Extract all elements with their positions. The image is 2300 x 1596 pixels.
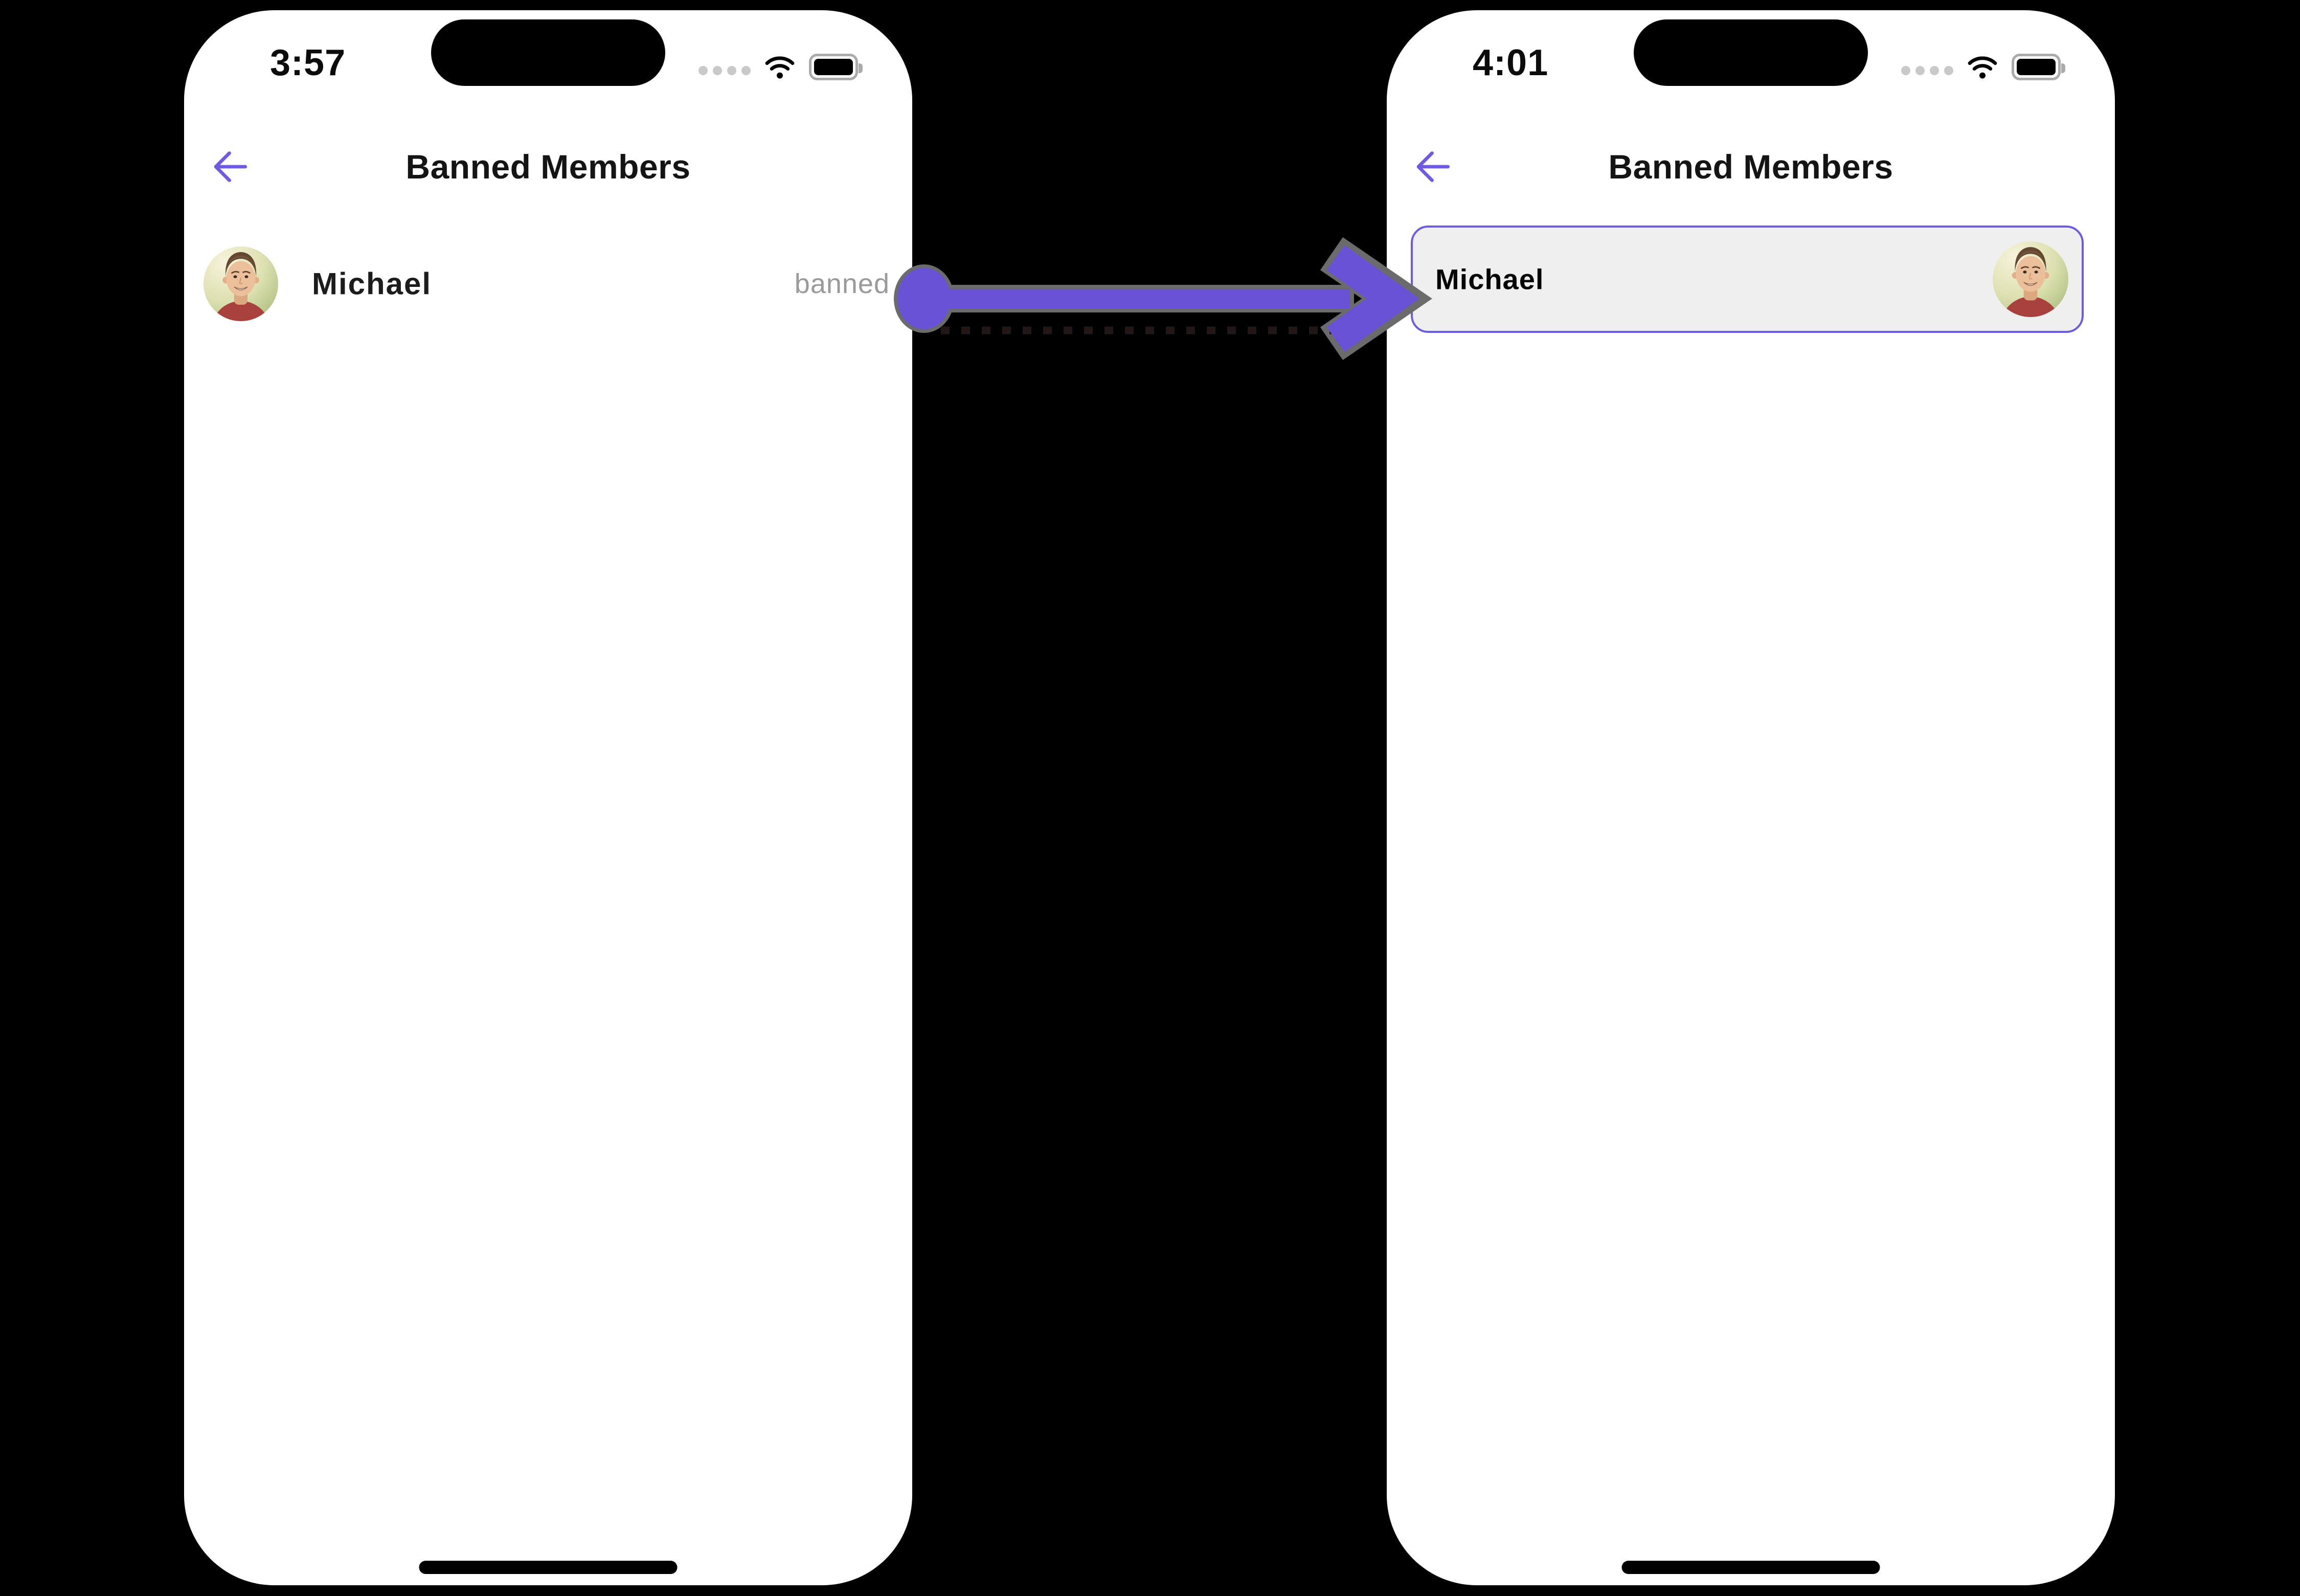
status-bar: 4:01: [1387, 10, 2115, 118]
status-bar: 3:57: [184, 10, 912, 118]
status-icons: [1901, 51, 2065, 83]
battery-icon: [809, 54, 863, 80]
arrow-left-icon: [214, 151, 247, 182]
page-title: Banned Members: [405, 148, 691, 186]
battery-icon: [2012, 54, 2065, 80]
dynamic-island: [1634, 19, 1868, 86]
home-indicator: [1621, 1561, 1880, 1574]
arrow-left-icon: [1416, 151, 1450, 182]
dynamic-island: [431, 19, 665, 86]
home-indicator: [419, 1561, 678, 1574]
wifi-icon: [765, 56, 795, 79]
status-time: 4:01: [1473, 42, 1549, 83]
nav-bar: Banned Members: [1387, 139, 2115, 200]
member-avatar: [1993, 241, 2068, 317]
banned-member-card[interactable]: Michael: [1411, 226, 2084, 333]
phone-right: 4:01 Banned Members: [1387, 10, 2115, 1585]
nav-bar: Banned Members: [184, 139, 912, 200]
banned-member-row[interactable]: Michael banned: [184, 246, 912, 321]
back-button[interactable]: [1408, 141, 1459, 192]
member-status-badge: banned: [794, 268, 890, 299]
status-time: 3:57: [270, 42, 346, 83]
back-button[interactable]: [206, 141, 257, 192]
member-name: Michael: [1435, 263, 1544, 296]
wifi-icon: [1968, 56, 1997, 79]
cellular-signal-dots-icon: [698, 66, 751, 75]
phone-left: 3:57 Banned Members: [184, 10, 912, 1585]
page-title: Banned Members: [1608, 148, 1893, 186]
member-name: Michael: [312, 266, 432, 301]
cellular-signal-dots-icon: [1901, 66, 1953, 75]
member-avatar: [204, 246, 278, 321]
status-icons: [698, 51, 863, 83]
